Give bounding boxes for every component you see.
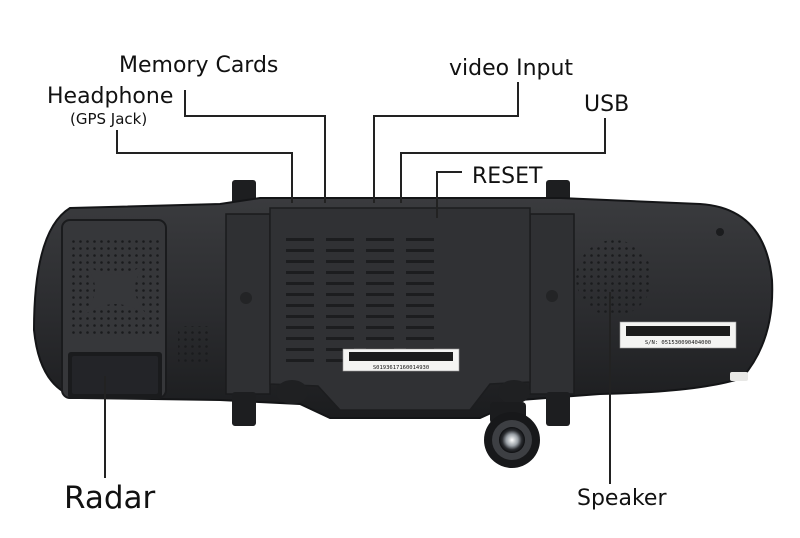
vent-slot — [286, 293, 314, 296]
vent-slot — [366, 282, 394, 285]
center-serial-text: S0193617160014930 — [373, 365, 429, 371]
vent-slot — [406, 260, 434, 263]
usb-label: USB — [584, 92, 630, 117]
vent-slot — [366, 249, 394, 252]
vent-slot — [406, 337, 434, 340]
vent-slot — [326, 315, 354, 318]
vent-slot — [286, 348, 314, 351]
vent-slot — [286, 359, 314, 362]
vent-slot — [326, 271, 354, 274]
vent-slot — [326, 304, 354, 307]
leader-lines — [104, 82, 611, 484]
camera-lens — [499, 427, 525, 453]
vent-slot — [406, 326, 434, 329]
vent-slot — [326, 282, 354, 285]
usb-leader — [400, 118, 606, 203]
right-serial-sticker: S/N: 051530090404000 — [619, 321, 737, 349]
small-tag — [730, 372, 748, 381]
video-input-label: video Input — [449, 56, 574, 81]
vent-slot — [326, 249, 354, 252]
vent-slot — [286, 304, 314, 307]
vent-slot — [366, 326, 394, 329]
memory-cards-leader — [184, 90, 326, 203]
headphone-label: Headphone — [47, 84, 174, 109]
reset-label: RESET — [472, 164, 543, 189]
center-serial-sticker: S0193617160014930 — [342, 348, 460, 372]
vent-slot — [286, 260, 314, 263]
vent-slot — [286, 271, 314, 274]
vent-slot — [366, 315, 394, 318]
vent-slot — [326, 337, 354, 340]
vent-slot — [326, 359, 354, 362]
vent-slot — [406, 315, 434, 318]
vent-slot — [366, 337, 394, 340]
vent-slot — [326, 293, 354, 296]
vent-slot — [406, 293, 434, 296]
vent-slot — [366, 293, 394, 296]
speaker-label: Speaker — [577, 486, 667, 511]
vent-slot — [286, 249, 314, 252]
reset-leader — [436, 171, 462, 218]
vent-slot — [326, 260, 354, 263]
vent-slot — [286, 238, 314, 241]
vent-slot — [406, 271, 434, 274]
vent-slot — [366, 271, 394, 274]
vent-slot — [286, 337, 314, 340]
right-serial-text: S/N: 051530090404000 — [645, 340, 711, 346]
gps-jack-label: (GPS Jack) — [70, 110, 148, 128]
speaker-grille — [576, 240, 652, 316]
vent-slot — [366, 304, 394, 307]
adjuster-knobs — [276, 380, 530, 404]
vent-slot — [326, 348, 354, 351]
vent-slot — [286, 315, 314, 318]
vent-slot — [406, 282, 434, 285]
vent-slot — [326, 326, 354, 329]
vent-slot — [286, 326, 314, 329]
vent-slot — [406, 249, 434, 252]
vent-slot — [406, 304, 434, 307]
cooling-vents — [286, 238, 434, 362]
headphone-leader — [116, 130, 293, 203]
radar-label: Radar — [64, 480, 156, 516]
video-input-leader — [373, 82, 519, 203]
rear-camera — [484, 402, 540, 468]
mic-grille — [178, 326, 212, 366]
vent-slot — [366, 238, 394, 241]
battery-cover — [61, 219, 167, 399]
mount-clips-bottom — [232, 392, 570, 426]
vent-slot — [366, 260, 394, 263]
vent-slot — [326, 238, 354, 241]
screw — [716, 228, 724, 236]
vent-slot — [286, 282, 314, 285]
memory-cards-label: Memory Cards — [119, 53, 279, 78]
vent-slot — [406, 238, 434, 241]
